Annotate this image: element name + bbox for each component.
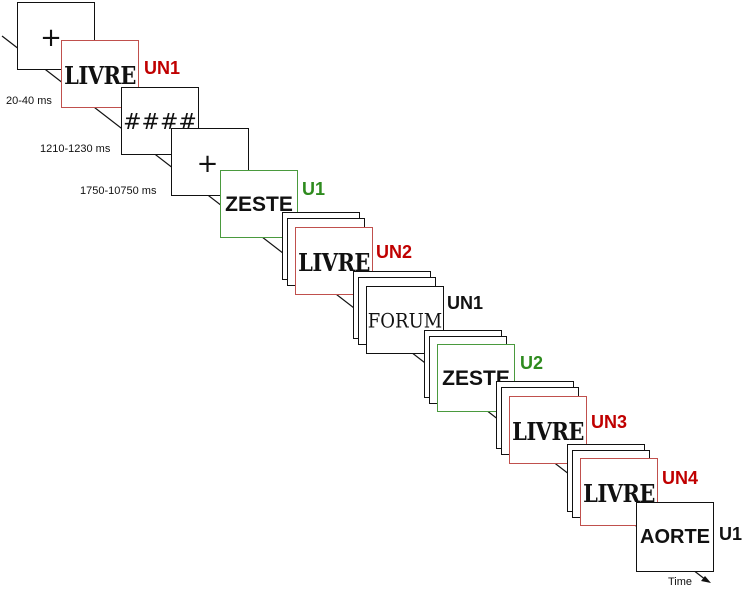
time-arrow-head [701, 576, 711, 583]
prime-label: UN1 [144, 58, 181, 78]
prime-frame: LIVRE [61, 40, 139, 108]
fixation2-cross: + [196, 149, 219, 179]
prime-word: LIVRE [64, 61, 136, 90]
trial-frame-7: AORTE [636, 502, 714, 572]
trial-label-2: UN2 [376, 242, 413, 262]
trial-label-7: U1 [719, 524, 743, 544]
trial-word-1: ZESTE [225, 193, 293, 216]
trial-word-7: AORTE [640, 526, 710, 548]
time-axis-label: Time [668, 576, 693, 588]
duration-mask: 1210-1230 ms [40, 143, 111, 155]
trial-frame-3: FORUM [366, 286, 444, 354]
trial-word-5: LIVRE [512, 417, 584, 446]
trial-label-1: U1 [302, 179, 326, 199]
fixation-frame: + [17, 2, 95, 70]
trial-word-3: FORUM [367, 309, 443, 334]
trial-label-5: UN3 [591, 412, 628, 432]
trial-label-3: UN1 [447, 293, 484, 313]
fixation-cross: + [40, 23, 62, 53]
trial-label-4: U2 [520, 353, 544, 373]
trial-word-4: ZESTE [442, 367, 510, 390]
duration-fixation: 1750-10750 ms [80, 185, 157, 197]
duration-prime: 20-40 ms [6, 95, 52, 107]
trial-label-6: UN4 [662, 468, 699, 488]
trial-frame-5: LIVRE [509, 396, 587, 464]
